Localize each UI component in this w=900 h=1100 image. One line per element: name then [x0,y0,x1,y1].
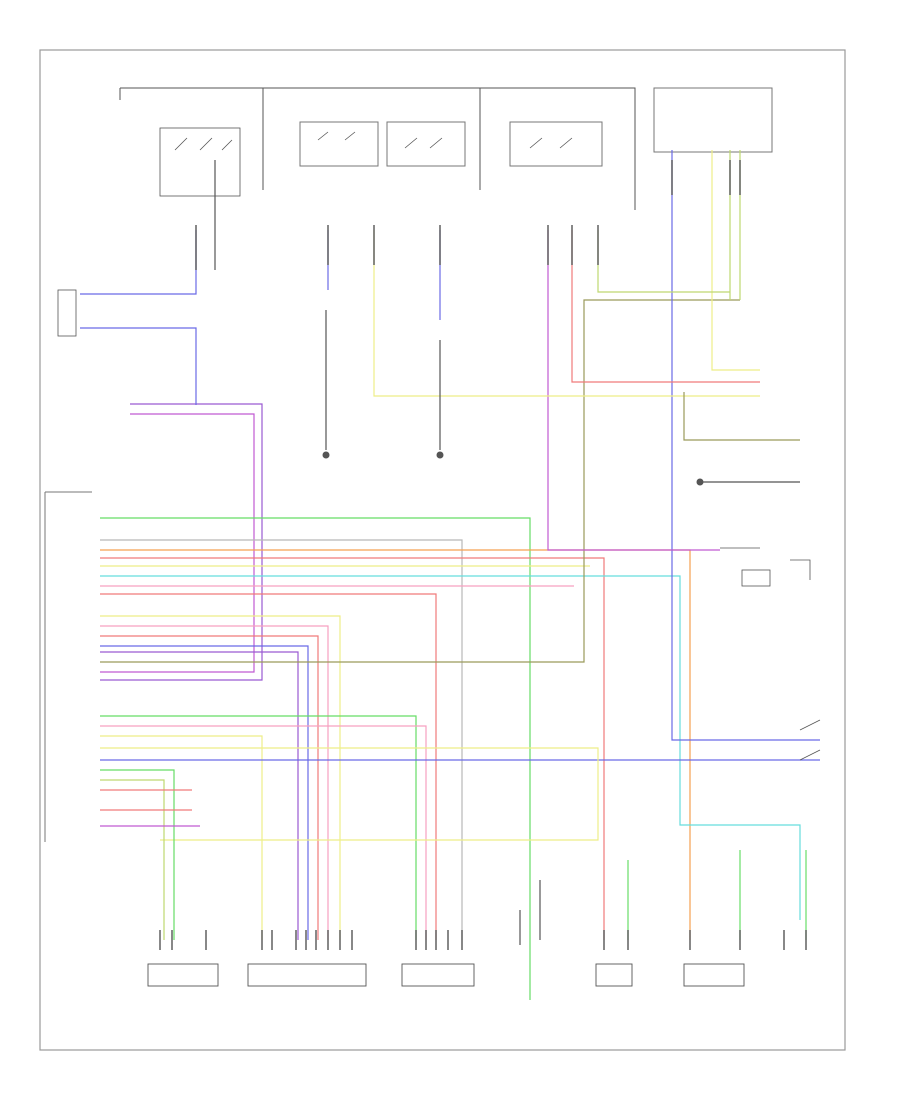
fuse-box-right [653,87,773,153]
relay-box-1 [299,121,379,167]
blower-module [57,289,77,337]
component-connector-5 [595,963,633,987]
diagram-frame [39,49,846,1051]
wire-bundle [80,230,820,1000]
compressor-clutch [720,547,811,587]
bottom-components [147,963,745,987]
relay-contacts [317,131,573,149]
pressure-switch [799,719,821,761]
relay-group [299,87,773,167]
component-connector-3 [401,963,475,987]
relay-box-2 [386,121,466,167]
component-connector-2 [247,963,367,987]
top-connector-pins [195,160,741,270]
control-unit-bracket [44,491,92,842]
power-rail [119,87,636,210]
relay-box-3 [509,121,603,167]
right-wiring [327,150,820,940]
connector-pins [159,930,807,950]
component-connector-1 [147,963,219,987]
ground-icon [322,451,704,486]
combination-switch [159,127,241,197]
component-connector-6 [683,963,745,987]
ground-wires [214,160,800,945]
